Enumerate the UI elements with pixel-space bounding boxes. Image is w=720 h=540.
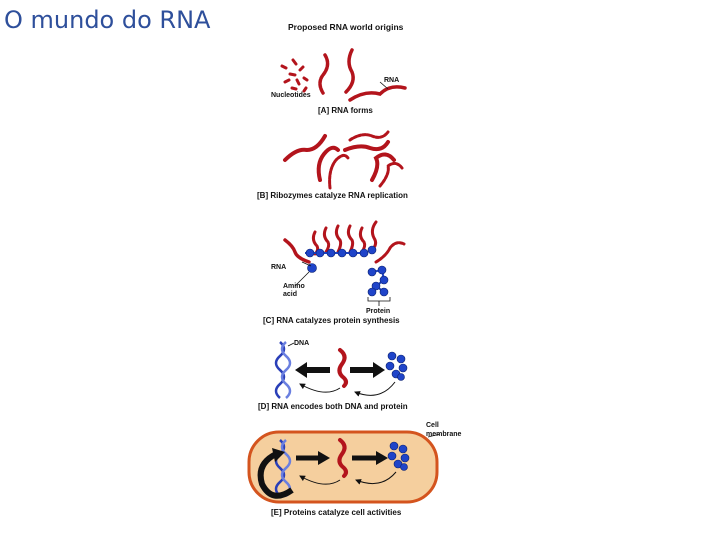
caption-e: [E] Proteins catalyze cell activities	[271, 508, 402, 517]
label-protein: Protein	[366, 308, 390, 315]
ribozyme-3	[343, 140, 390, 152]
panel-a: Nucleotides RNA [A] RNA forms	[271, 48, 407, 115]
panel-d: DNA [D] RNA encodes both DNA and protein	[258, 340, 408, 411]
feedback-arrow-d1	[354, 381, 396, 397]
rna-strand-a2	[344, 48, 355, 94]
dna-helix-d	[274, 341, 292, 399]
figure-title: Proposed RNA world origins	[288, 22, 404, 32]
label-membrane: membrane	[426, 431, 462, 438]
dna-helix-e	[274, 439, 292, 497]
protein-c	[367, 265, 389, 297]
slide-title: O mundo do RNA	[4, 6, 211, 34]
label-acid: acid	[283, 291, 297, 298]
label-cell: Cell	[426, 422, 439, 429]
rna-strand-a3	[348, 85, 407, 102]
rna-strand-a1	[318, 53, 330, 95]
feedback-arrow-d2	[299, 383, 341, 393]
protein-d	[385, 351, 408, 381]
rna-strand-e	[337, 438, 348, 478]
label-dna: DNA	[294, 340, 309, 347]
caption-a: [A] RNA forms	[318, 106, 373, 115]
label-nucleotides: Nucleotides	[271, 92, 311, 99]
trna-row	[311, 220, 378, 256]
rna-strand-c	[283, 238, 311, 264]
feedback-arrow-e2	[299, 475, 341, 485]
label-rna-c: RNA	[271, 264, 286, 271]
ribozyme-4	[370, 152, 396, 182]
replication-loop-arrow	[257, 451, 294, 499]
ribozyme-1	[283, 134, 327, 162]
panel-c: RNA Amino acid Protein [C] RNA catalyzes…	[263, 220, 406, 325]
panel-e: Cell membrane [E] Proteins catalyze cell…	[247, 422, 462, 517]
feedback-arrow-e1	[355, 471, 397, 485]
caption-d: [D] RNA encodes both DNA and protein	[258, 402, 408, 411]
caption-c: [C] RNA catalyzes protein synthesis	[263, 316, 400, 325]
nucleotides-scatter	[280, 58, 309, 93]
ribozyme-2	[316, 145, 340, 182]
caption-b: [B] Ribozymes catalyze RNA replication	[257, 191, 408, 200]
label-amino: Amino	[283, 283, 305, 290]
amino-acid-chain	[305, 245, 377, 273]
rna-strand-c2	[374, 241, 406, 264]
protein-e	[387, 441, 410, 471]
label-rna-a: RNA	[384, 77, 399, 84]
panel-b: [B] Ribozymes catalyze RNA replication	[257, 130, 408, 200]
rna-strand-d	[337, 348, 348, 388]
